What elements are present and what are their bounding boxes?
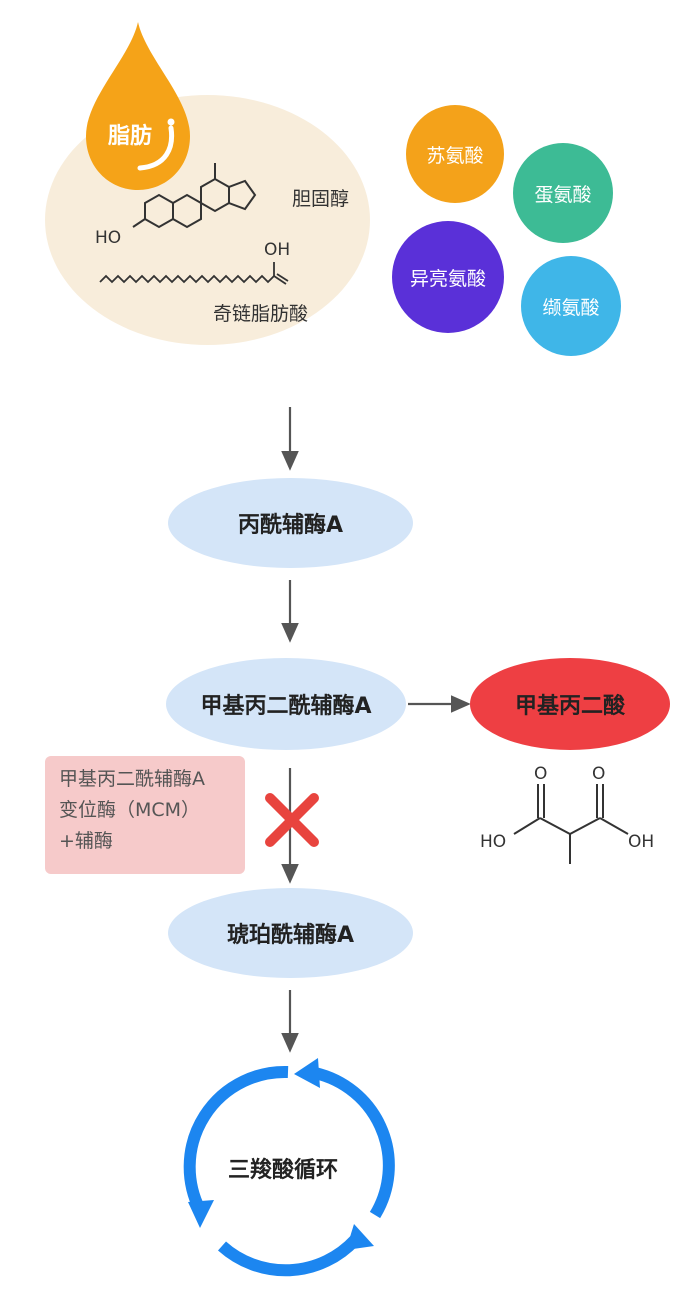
malonic-ho-left: HO bbox=[480, 832, 507, 852]
enzyme-line-1: 甲基丙二酰辅酶A bbox=[59, 768, 205, 790]
enzyme-line-3: +辅酶 bbox=[59, 830, 113, 852]
malonic-oh-right: OH bbox=[628, 832, 655, 852]
methylmalonyl-coa-node: 甲基丙二酰辅酶A bbox=[166, 658, 406, 750]
ho-label: HO bbox=[95, 228, 122, 248]
propionyl-coa-label: 丙酰辅酶A bbox=[237, 513, 344, 538]
mcm-enzyme-box: 甲基丙二酰辅酶A 变位酶（MCM） +辅酶 bbox=[45, 756, 245, 874]
valine-circle: 缬氨酸 bbox=[521, 256, 621, 356]
odd-chain-fatty-acid-label: 奇链脂肪酸 bbox=[213, 303, 309, 325]
methionine-label: 蛋氨酸 bbox=[534, 183, 592, 206]
tca-cycle-label: 三羧酸循环 bbox=[228, 1158, 339, 1183]
threonine-circle: 苏氨酸 bbox=[406, 105, 504, 203]
succinyl-coa-node: 琥珀酰辅酶A bbox=[168, 888, 413, 978]
methylmalonic-acid-node: 甲基丙二酸 bbox=[470, 658, 670, 750]
valine-label: 缬氨酸 bbox=[542, 296, 600, 319]
malonic-o-left: O bbox=[534, 764, 548, 784]
cholesterol-label: 胆固醇 bbox=[292, 188, 350, 210]
enzyme-line-2: 变位酶（MCM） bbox=[59, 799, 201, 821]
methylmalonic-acid-label: 甲基丙二酸 bbox=[514, 694, 625, 719]
isoleucine-circle: 异亮氨酸 bbox=[392, 221, 504, 333]
blocked-cross-icon bbox=[265, 793, 319, 847]
odd-chain-fatty-acid-structure bbox=[99, 262, 289, 285]
threonine-label: 苏氨酸 bbox=[426, 144, 484, 167]
methionine-circle: 蛋氨酸 bbox=[513, 143, 613, 243]
oh-label: OH bbox=[264, 240, 291, 260]
succinyl-coa-label: 琥珀酰辅酶A bbox=[226, 923, 355, 948]
cholesterol-structure bbox=[132, 163, 257, 229]
fat-label: 脂肪 bbox=[108, 124, 153, 149]
methylmalonyl-coa-label: 甲基丙二酰辅酶A bbox=[200, 694, 372, 719]
methylmalonic-acid-structure bbox=[513, 784, 629, 864]
tca-cycle-arrows bbox=[183, 1058, 395, 1277]
malonic-o-right: O bbox=[592, 764, 606, 784]
isoleucine-label: 异亮氨酸 bbox=[409, 267, 486, 290]
propionyl-coa-node: 丙酰辅酶A bbox=[168, 478, 413, 568]
fat-drop-icon bbox=[86, 22, 190, 190]
